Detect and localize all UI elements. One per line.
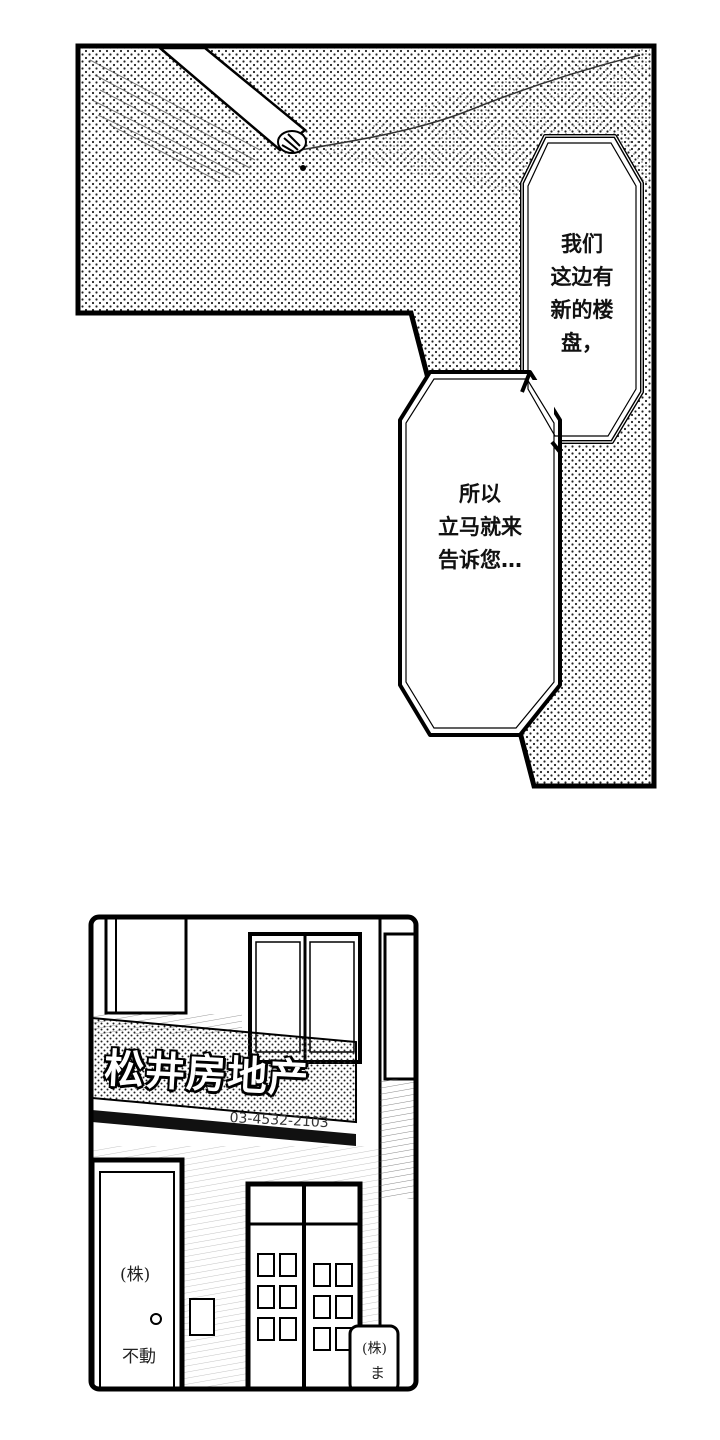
tube-object [156,46,307,171]
comic-panel-bottom: 松井房地产 03-4532-2103 (株) 不動 (株) ま [88,914,419,1392]
door-text-top: (株) [120,1265,151,1285]
side-sign-text-bottom: ま [370,1364,386,1382]
speech-bubble-1-text: 我们 这边有 新的楼 盘， [550,232,614,355]
panel-top-art [75,43,657,789]
door-text-bottom: 不動 [122,1347,156,1367]
speech-bubble-2-text: 所以 立马就来 告诉您… [438,482,522,572]
panel-bottom-art [88,914,419,1392]
store-sign-text: 松井房地产 [103,1045,311,1103]
comic-panel-top: 我们 这边有 新的楼 盘， 所以 立马就来 告诉您… [75,43,657,789]
side-sign-text-top: (株) [362,1341,387,1357]
